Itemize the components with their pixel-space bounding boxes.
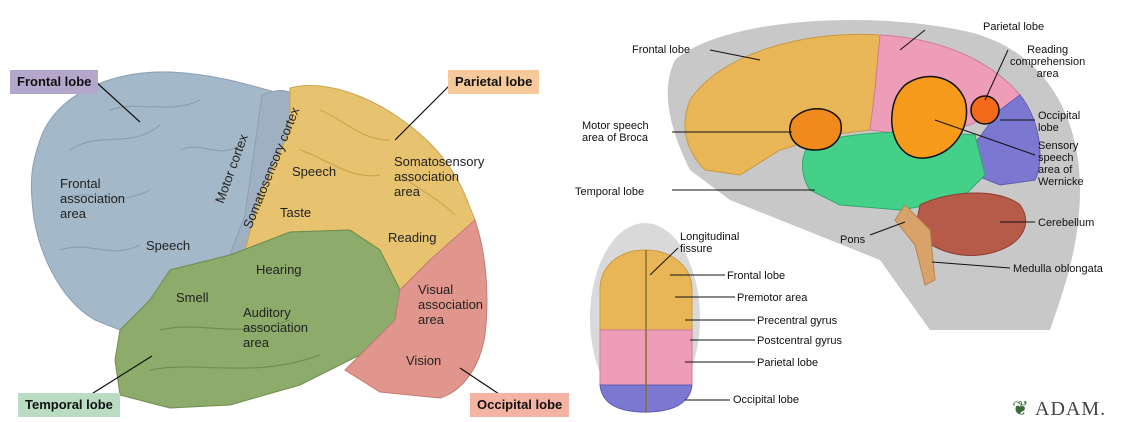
broca-area [790,109,842,150]
speech-parietal-label: Speech [292,164,336,179]
top-frontal-lobe-label: Frontal lobe [727,270,785,282]
right-parietal-lobe-label: Parietal lobe [983,21,1044,33]
visual-association-label: Visual association area [418,282,483,327]
adam-logo: ADAM. [1035,398,1106,421]
reading-label: Reading [388,230,436,245]
pons-label: Pons [840,234,865,246]
reading-comprehension-area [971,96,999,124]
sensory-speech-label: Sensory speech area of Wernicke [1038,140,1084,188]
cerebellum-label: Cerebellum [1038,217,1094,229]
right-frontal-lobe-label: Frontal lobe [632,44,690,56]
adam-logo-icon: ❦ [1012,396,1030,421]
right-temporal-lobe-label: Temporal lobe [575,186,644,198]
hearing-label: Hearing [256,262,302,277]
premotor-area-label: Premotor area [737,292,807,304]
motor-speech-label: Motor speech area of Broca [582,120,649,144]
taste-label: Taste [280,205,311,220]
speech-frontal-label: Speech [146,238,190,253]
smell-label: Smell [176,290,209,305]
leader-parietal [395,85,450,140]
frontal-association-label: Frontal association area [60,176,125,221]
top-occipital-lobe-label: Occipital lobe [733,394,799,406]
medulla-label: Medulla oblongata [1013,263,1103,275]
right-occipital-lobe-label: Occipital lobe [1038,110,1080,134]
auditory-association-label: Auditory association area [243,305,308,350]
postcentral-gyrus-label: Postcentral gyrus [757,335,842,347]
occipital-lobe-tag: Occipital lobe [470,393,569,417]
top-parietal-lobe-label: Parietal lobe [757,357,818,369]
parietal-lobe-tag: Parietal lobe [448,70,539,94]
longitudinal-fissure-label: Longitudinal fissure [680,231,739,255]
temporal-lobe-tag: Temporal lobe [18,393,120,417]
somatosensory-association-label: Somatosensory association area [394,154,484,199]
precentral-gyrus-label: Precentral gyrus [757,315,837,327]
frontal-lobe-tag: Frontal lobe [10,70,98,94]
reading-comprehension-label: Reading comprehension area [1010,44,1085,80]
vision-label: Vision [406,353,441,368]
